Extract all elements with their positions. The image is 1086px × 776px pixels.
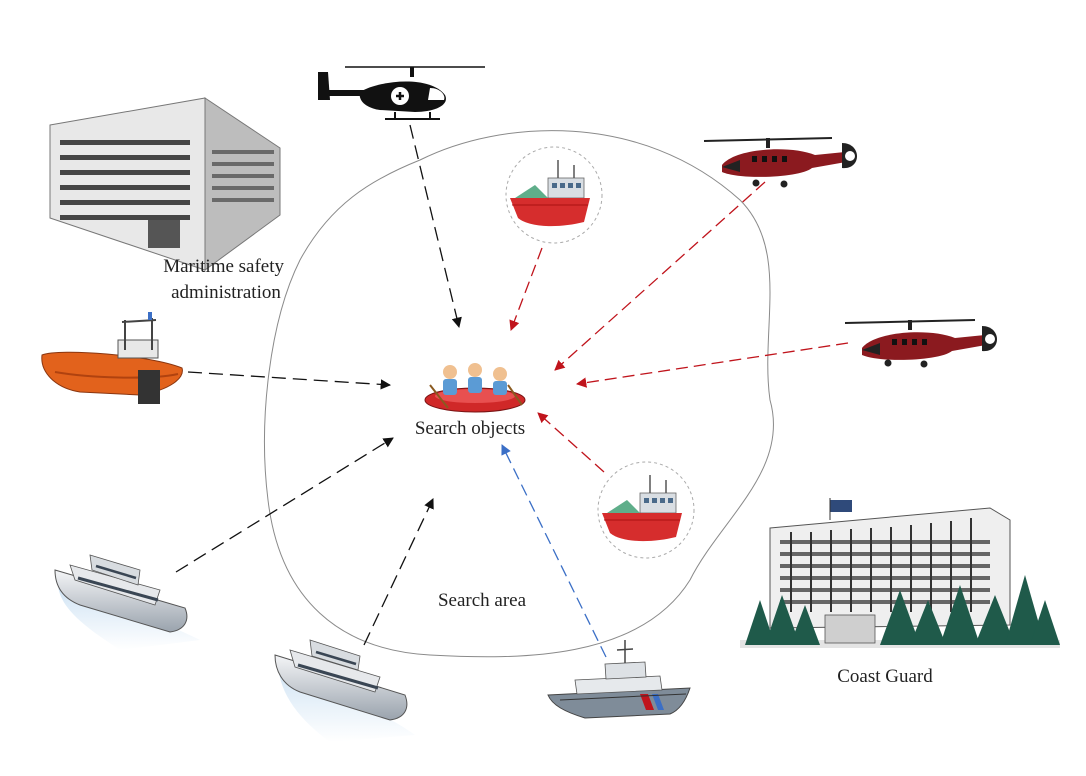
maritime-building-icon <box>49 97 281 271</box>
arrow-fishing-boat-top <box>509 247 543 331</box>
arrow-patrol-ship <box>501 444 607 658</box>
red-helicopter-icon <box>703 137 857 188</box>
medical-helicopter-icon <box>318 66 485 120</box>
red-arrows <box>509 181 849 473</box>
coast-guard-label: Coast Guard <box>837 666 933 687</box>
rescue-boat-icon <box>41 312 183 404</box>
search-area-label: Search area <box>438 590 527 611</box>
arrow-red-helicopter-right <box>575 342 849 388</box>
yacht-icon <box>274 639 415 742</box>
life-raft-icon <box>424 363 526 413</box>
fishing-boat-icon <box>597 461 695 559</box>
arrow-yacht-bottom <box>363 498 434 646</box>
coast-guard-building-icon <box>740 498 1060 648</box>
arrow-rescue-boat <box>187 371 392 390</box>
arrow-yacht-left <box>175 437 394 573</box>
arrow-fishing-boat-bottom <box>537 412 605 473</box>
patrol-ship-icon <box>547 640 691 719</box>
arrow-medical-helicopter <box>409 124 462 329</box>
red-helicopter-icon <box>844 319 997 368</box>
yacht-icon <box>54 554 200 650</box>
search-objects-label: Search objects <box>415 418 525 439</box>
fishing-boat-icon <box>505 146 603 244</box>
search-area-boundary <box>264 130 775 658</box>
arrow-red-helicopter-top <box>554 181 766 371</box>
maritime-label: Maritime safety administration <box>163 256 289 303</box>
black-arrows <box>175 124 462 646</box>
